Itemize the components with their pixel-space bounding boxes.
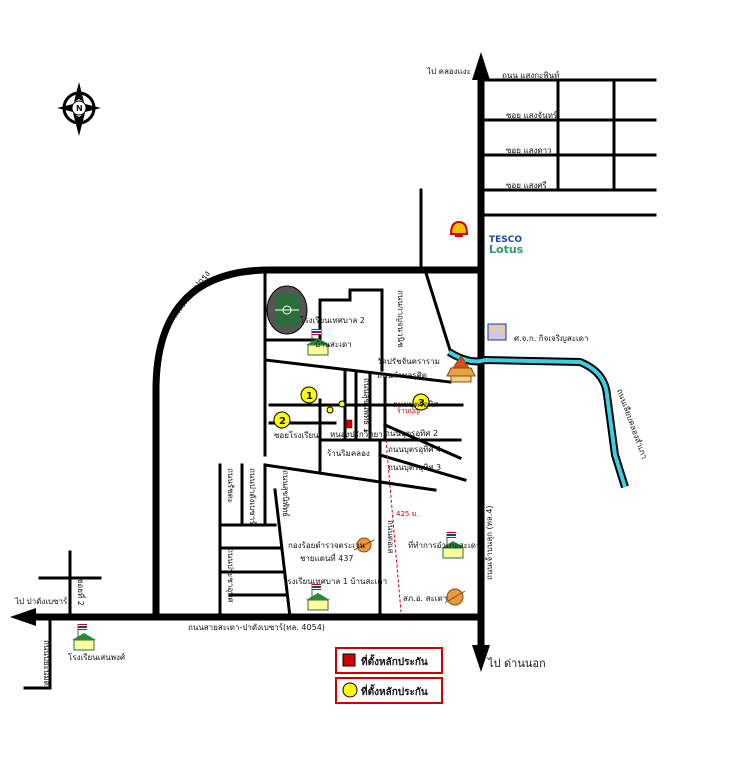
road-label-soi1: ซอย แสงจันทร์ [506,110,558,120]
place-school1: โรงเรียนเทศบาล 1 บ้านสะเดา [283,576,387,586]
place-temple: วัดปรัชจันคราราม [377,357,440,366]
stadium-icon [266,285,308,335]
marker-1-label: 1 [306,391,313,402]
tesco-text: TESCO [489,235,522,245]
place-school2: โรงเรียนเทศบาล 2 [300,315,365,325]
legend-swatch-circle [342,682,358,698]
road-label-mid: ถนนกำพลรุศิต [377,371,427,380]
road-label-loop: ถนนเลิศสามปกรุง [162,269,213,330]
place-police2: ชายแดนที่ 437 [300,552,354,563]
place-shop3: ร้านริมคลอง [327,449,370,458]
legend: ที่ตั้งหลักประกัน ที่ตั้งหลักประกัน [335,647,443,704]
place-district: ที่ทำการอำเภอสะเดา [408,539,480,550]
compass-icon: N [57,82,101,136]
road-label-vert2: ถนนสุขนิพัทธ์ 1 [362,378,372,433]
place-psd: สภ.อ. สะเดา [403,594,447,603]
road-label-bottom: ถนนสายสะเดา-ปาดังเบซาร์(ทล. 4054) [188,622,325,632]
distance-line [385,439,402,613]
police-emblem-icon [444,588,466,606]
distance-label: 425 ม. [396,510,418,518]
road-label-west-soi: ถนนปิยะนิมิต [42,640,51,686]
school-icon [306,329,330,356]
marker-3[interactable]: 3 [412,393,430,411]
road-label-vert3: ถนนประชาอุทิศ [226,548,235,603]
road-label-sub2: ถนนบุตรอุทิศ 2 [385,429,438,438]
place-shop2: หนองปรักวิทยา [330,430,383,439]
road-label-mid2: ถนนบุตรอุทิศ [393,400,439,409]
south-arrow-icon [472,645,490,672]
school-icon [72,624,96,651]
direction-north: ไป คลองแงะ [426,67,471,76]
road-label-soi2left: ซอยโรงเรียน [274,430,319,440]
road-label-top: ถนน แสงกะพินท์ [502,70,559,80]
direction-west: ไป ปาดังเบซาร์ [14,596,68,606]
district-office-icon [441,532,465,559]
school-icon [306,584,330,611]
legend-box-2 [335,677,443,704]
marker-2[interactable]: 2 [273,411,291,429]
police-emblem-icon [353,537,375,553]
west-arrow-icon [10,608,36,626]
road-label-sub4: ถนนบุตรอุทิศ 4 [388,445,441,454]
shell-icon [449,220,469,237]
legend-swatch-square [342,653,356,667]
place-shop1: ร้านบุญ [397,407,420,415]
place-school2b: บ้านสะเดา [315,340,352,349]
road-network [21,71,657,690]
road-label-near-west: ซอยที่ 2 [76,578,87,606]
temple-icon [446,355,476,383]
marker-1[interactable]: 1 [300,386,318,404]
road-label-vert1: ถนนสุขนิพัทธ์ [281,470,291,517]
place-police: กองร้อยตำรวจตระเวน [288,541,366,550]
place-pcc: ศ.จ.ก. กิจเจริญสะเดา [514,334,588,343]
road-label-left1: ถนนรัชตะ [226,468,235,503]
place-school-west: โรงเรียนเสนพงศ์ [68,652,125,662]
road-label-left2: ถนนปาดังเบซาร์ [248,468,258,525]
road-label-soi3: ซอย แสงศรี [506,181,547,190]
small-marker [326,406,334,414]
direction-south: ไป ด่านนอก [487,657,546,670]
road-label-main-east: ถนนเจ้าบนลุก (ทล.4) [485,505,494,580]
road-label-kanchana: ถนนกาญจนวนิช [396,290,405,348]
lotus-text: Lotus [489,243,524,256]
road-label-down: ถนนต่อเส [386,520,395,554]
road-label-soi2: ซอย แสงดาว [506,146,552,155]
small-marker [338,400,346,408]
marker-2-label: 2 [279,416,286,427]
red-marker [345,419,353,429]
building-icon [487,323,507,341]
tesco-lotus-logo: TESCO Lotus [489,235,524,256]
river-water [447,350,627,488]
marker-3-label: 3 [418,398,425,409]
road-label-sub3: ถนนบุตรอุทิศ 3 [388,463,441,472]
road-label-river: ถนนเลียบคลองสำเภา [615,388,649,461]
legend-label-1: ที่ตั้งหลักประกัน [361,654,428,668]
north-arrow-icon [472,52,490,80]
legend-label-2: ที่ตั้งหลักประกัน [361,684,428,698]
compass-north-label: N [76,104,83,113]
